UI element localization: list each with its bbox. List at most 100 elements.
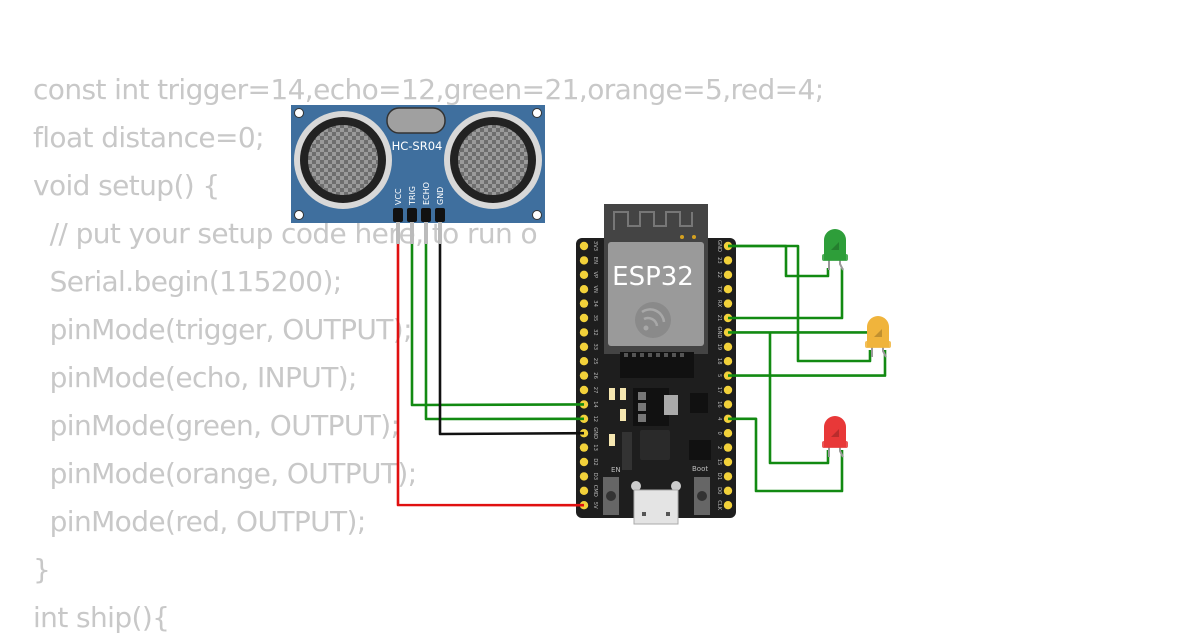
transducer-left [294,111,392,209]
led-orange[interactable] [865,316,891,358]
header-pin[interactable] [579,313,589,323]
header-pin[interactable] [723,501,733,510]
sensor-label: HC-SR04 [392,139,443,153]
code-line[interactable]: } [33,553,51,586]
led-body [824,416,846,447]
code-line[interactable]: void setup() { [33,169,220,202]
wire-5-orange[interactable] [728,350,887,377]
header-pin[interactable] [579,486,589,495]
header-pin[interactable] [579,328,589,337]
header-pin[interactable] [579,357,589,366]
code-line[interactable]: pinMode(echo, INPUT); [33,361,358,394]
header-pin[interactable] [723,270,733,279]
header-pin[interactable] [579,371,589,380]
code-line[interactable]: int ship(){ [33,601,170,634]
led-body [824,229,846,260]
wire-vcc-5v[interactable] [396,244,585,507]
sensor-pin-label: TRIG [408,186,417,206]
header-pin[interactable] [723,472,733,481]
sensor-pin-label: ECHO [422,182,431,205]
code-line[interactable]: const int trigger=14,echo=12,green=21,or… [33,73,824,106]
pin-label: VP [592,271,598,278]
pin-label: 32 [592,329,598,336]
usb-port [631,481,681,525]
wire-gnd-orange[interactable] [728,244,872,363]
pin-label: GND [592,427,598,439]
pin-label: GND [716,326,722,338]
esp32-board[interactable]: ESP32 EN Boot [576,204,736,525]
header-pin[interactable] [723,486,733,495]
wire-21-green[interactable] [728,268,844,320]
wire-4-red[interactable] [728,417,844,493]
antenna-trace [613,211,693,230]
pin-label: 18 [716,358,722,365]
esp32-left-header: 3V3ENVPVN343532332526271412GND13D2D3CMD5… [579,241,598,510]
header-pin[interactable] [723,342,733,351]
pin-label: RX [716,300,722,308]
led-red[interactable] [822,416,848,458]
pin-label: 35 [592,315,598,322]
pin-label: D1 [716,473,722,480]
header-pin[interactable] [723,457,733,467]
pin-label: 5V [592,502,598,509]
pin-label: 26 [592,372,598,379]
usb-uart-chip [640,430,670,460]
header-pin[interactable] [579,241,589,251]
wire-gnd-green[interactable] [728,244,830,278]
rf-shield [608,242,704,346]
header-pin[interactable] [579,385,589,395]
espressif-logo-icon [635,302,671,338]
header-pin[interactable] [723,443,733,452]
code-line[interactable]: pinMode(orange, OUTPUT); [33,457,418,490]
code-line[interactable]: pinMode(trigger, OUTPUT); [33,313,413,346]
header-pin[interactable] [723,429,733,438]
boot-label: Boot [692,465,708,473]
wire-trig-14[interactable] [410,244,585,407]
sensor-pin-label: VCC [394,188,403,205]
header-pin[interactable] [579,285,589,294]
header-pin[interactable] [579,256,589,265]
header-pin[interactable] [723,285,733,294]
pin-label: D2 [592,458,598,465]
pin-label: 33 [592,343,598,350]
mount-hole [532,210,542,220]
pin-label: 22 [716,271,722,278]
header-pin[interactable] [579,270,589,279]
boot-button[interactable] [694,477,710,515]
pin-label: 23 [716,257,722,264]
header-pin[interactable] [723,357,733,366]
header-pin[interactable] [579,299,589,308]
pin-label: 17 [716,387,722,394]
led-green[interactable] [822,229,848,271]
header-pin[interactable] [723,400,733,409]
header-pin[interactable] [579,457,589,467]
sensor-pin-headers [393,208,445,244]
pin-label: TX [716,285,722,293]
header-pin[interactable] [579,443,589,452]
header-pin[interactable] [723,299,733,308]
header-pin[interactable] [579,342,589,351]
pin-label: 4 [716,417,722,421]
pin-label: 34 [592,300,598,307]
pin-label: 3V3 [592,241,598,251]
pin-label: CMD [592,485,598,497]
en-button[interactable] [603,477,619,515]
code-line[interactable]: pinMode(red, OUTPUT); [33,505,367,538]
code-line[interactable]: pinMode(green, OUTPUT); [33,409,400,442]
pin-label: VN [592,285,598,293]
header-pin[interactable] [579,472,589,481]
led-body [867,316,889,347]
code-line[interactable]: Serial.begin(115200); [33,265,343,298]
pin-label: CLK [716,500,722,511]
wire-gnd[interactable] [438,244,585,436]
wire-echo-12[interactable] [424,244,585,421]
pin-label: 13 [592,444,598,451]
header-pin[interactable] [723,256,733,265]
mount-hole [532,108,542,118]
header-pin[interactable] [579,400,589,409]
pin-label: D3 [592,473,598,480]
code-line[interactable]: float distance=0; [33,121,265,154]
header-pin[interactable] [723,385,733,395]
